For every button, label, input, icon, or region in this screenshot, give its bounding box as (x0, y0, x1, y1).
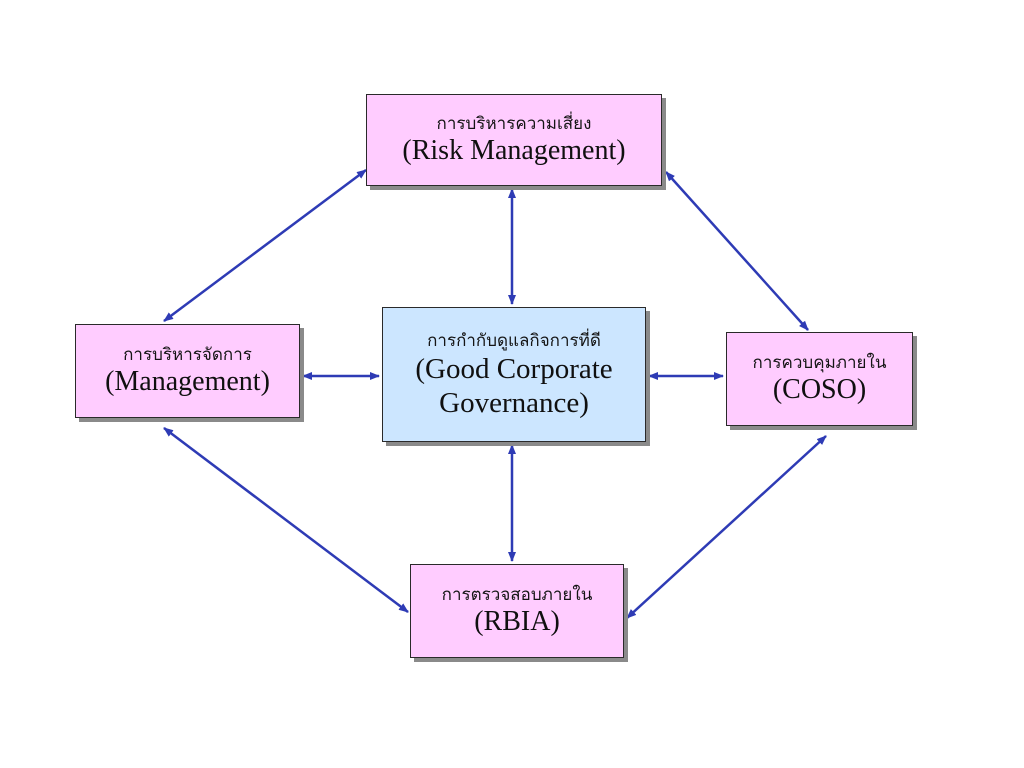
governance-english-line1: (Good Corporate (415, 352, 613, 385)
coso-english-label: (COSO) (772, 374, 867, 405)
good-corporate-governance-node: การกำกับดูแลกิจการที่ดี (Good Corporate … (382, 307, 646, 442)
governance-english-line2: Governance) (439, 386, 589, 419)
governance-thai-label: การกำกับดูแลกิจการที่ดี (427, 330, 601, 351)
coso-thai-label: การควบคุมภายใน (752, 353, 887, 373)
arrow-coso-rbia (626, 435, 827, 619)
arrow-management-rbia (163, 427, 409, 613)
management-thai-label: การบริหารจัดการ (123, 345, 252, 365)
rbia-english-label: (RBIA) (474, 606, 560, 637)
arrow-risk-management (163, 168, 367, 323)
coso-node: การควบคุมภายใน (COSO) (726, 332, 913, 426)
management-node: การบริหารจัดการ (Management) (75, 324, 300, 418)
risk-management-english-label: (Risk Management) (402, 135, 626, 166)
risk-management-node: การบริหารความเสี่ยง (Risk Management) (366, 94, 662, 186)
management-english-label: (Management) (105, 366, 270, 397)
rbia-thai-label: การตรวจสอบภายใน (441, 585, 593, 605)
rbia-node: การตรวจสอบภายใน (RBIA) (410, 564, 624, 658)
arrow-risk-coso (665, 171, 809, 331)
risk-management-thai-label: การบริหารความเสี่ยง (436, 114, 592, 134)
